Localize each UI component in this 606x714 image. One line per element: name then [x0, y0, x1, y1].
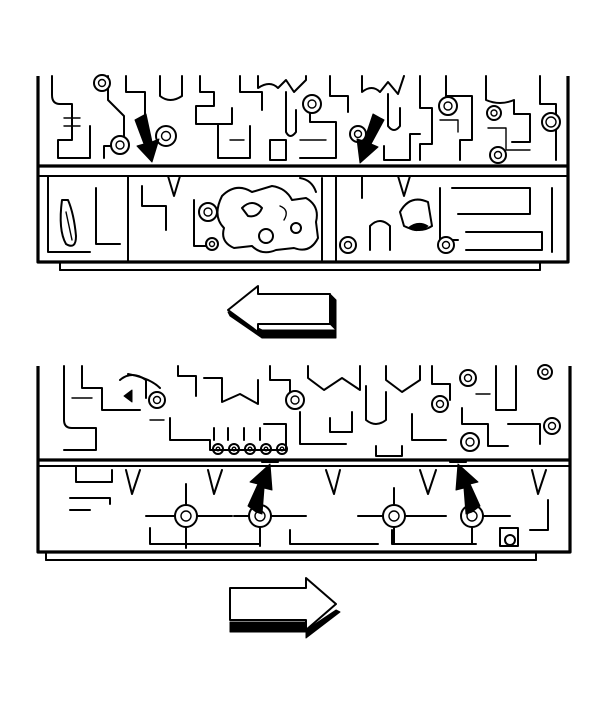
arrow-right-icon [229, 577, 341, 639]
up-indicator-arrow-left [247, 463, 273, 515]
down-indicator-arrow-left [134, 113, 160, 163]
upper-valve-body-assembly [36, 74, 570, 271]
arrow-left-icon [227, 285, 337, 339]
down-indicator-arrow-right [356, 113, 385, 164]
up-indicator-arrow-right [455, 463, 481, 515]
lower-valve-body-assembly [36, 364, 572, 561]
